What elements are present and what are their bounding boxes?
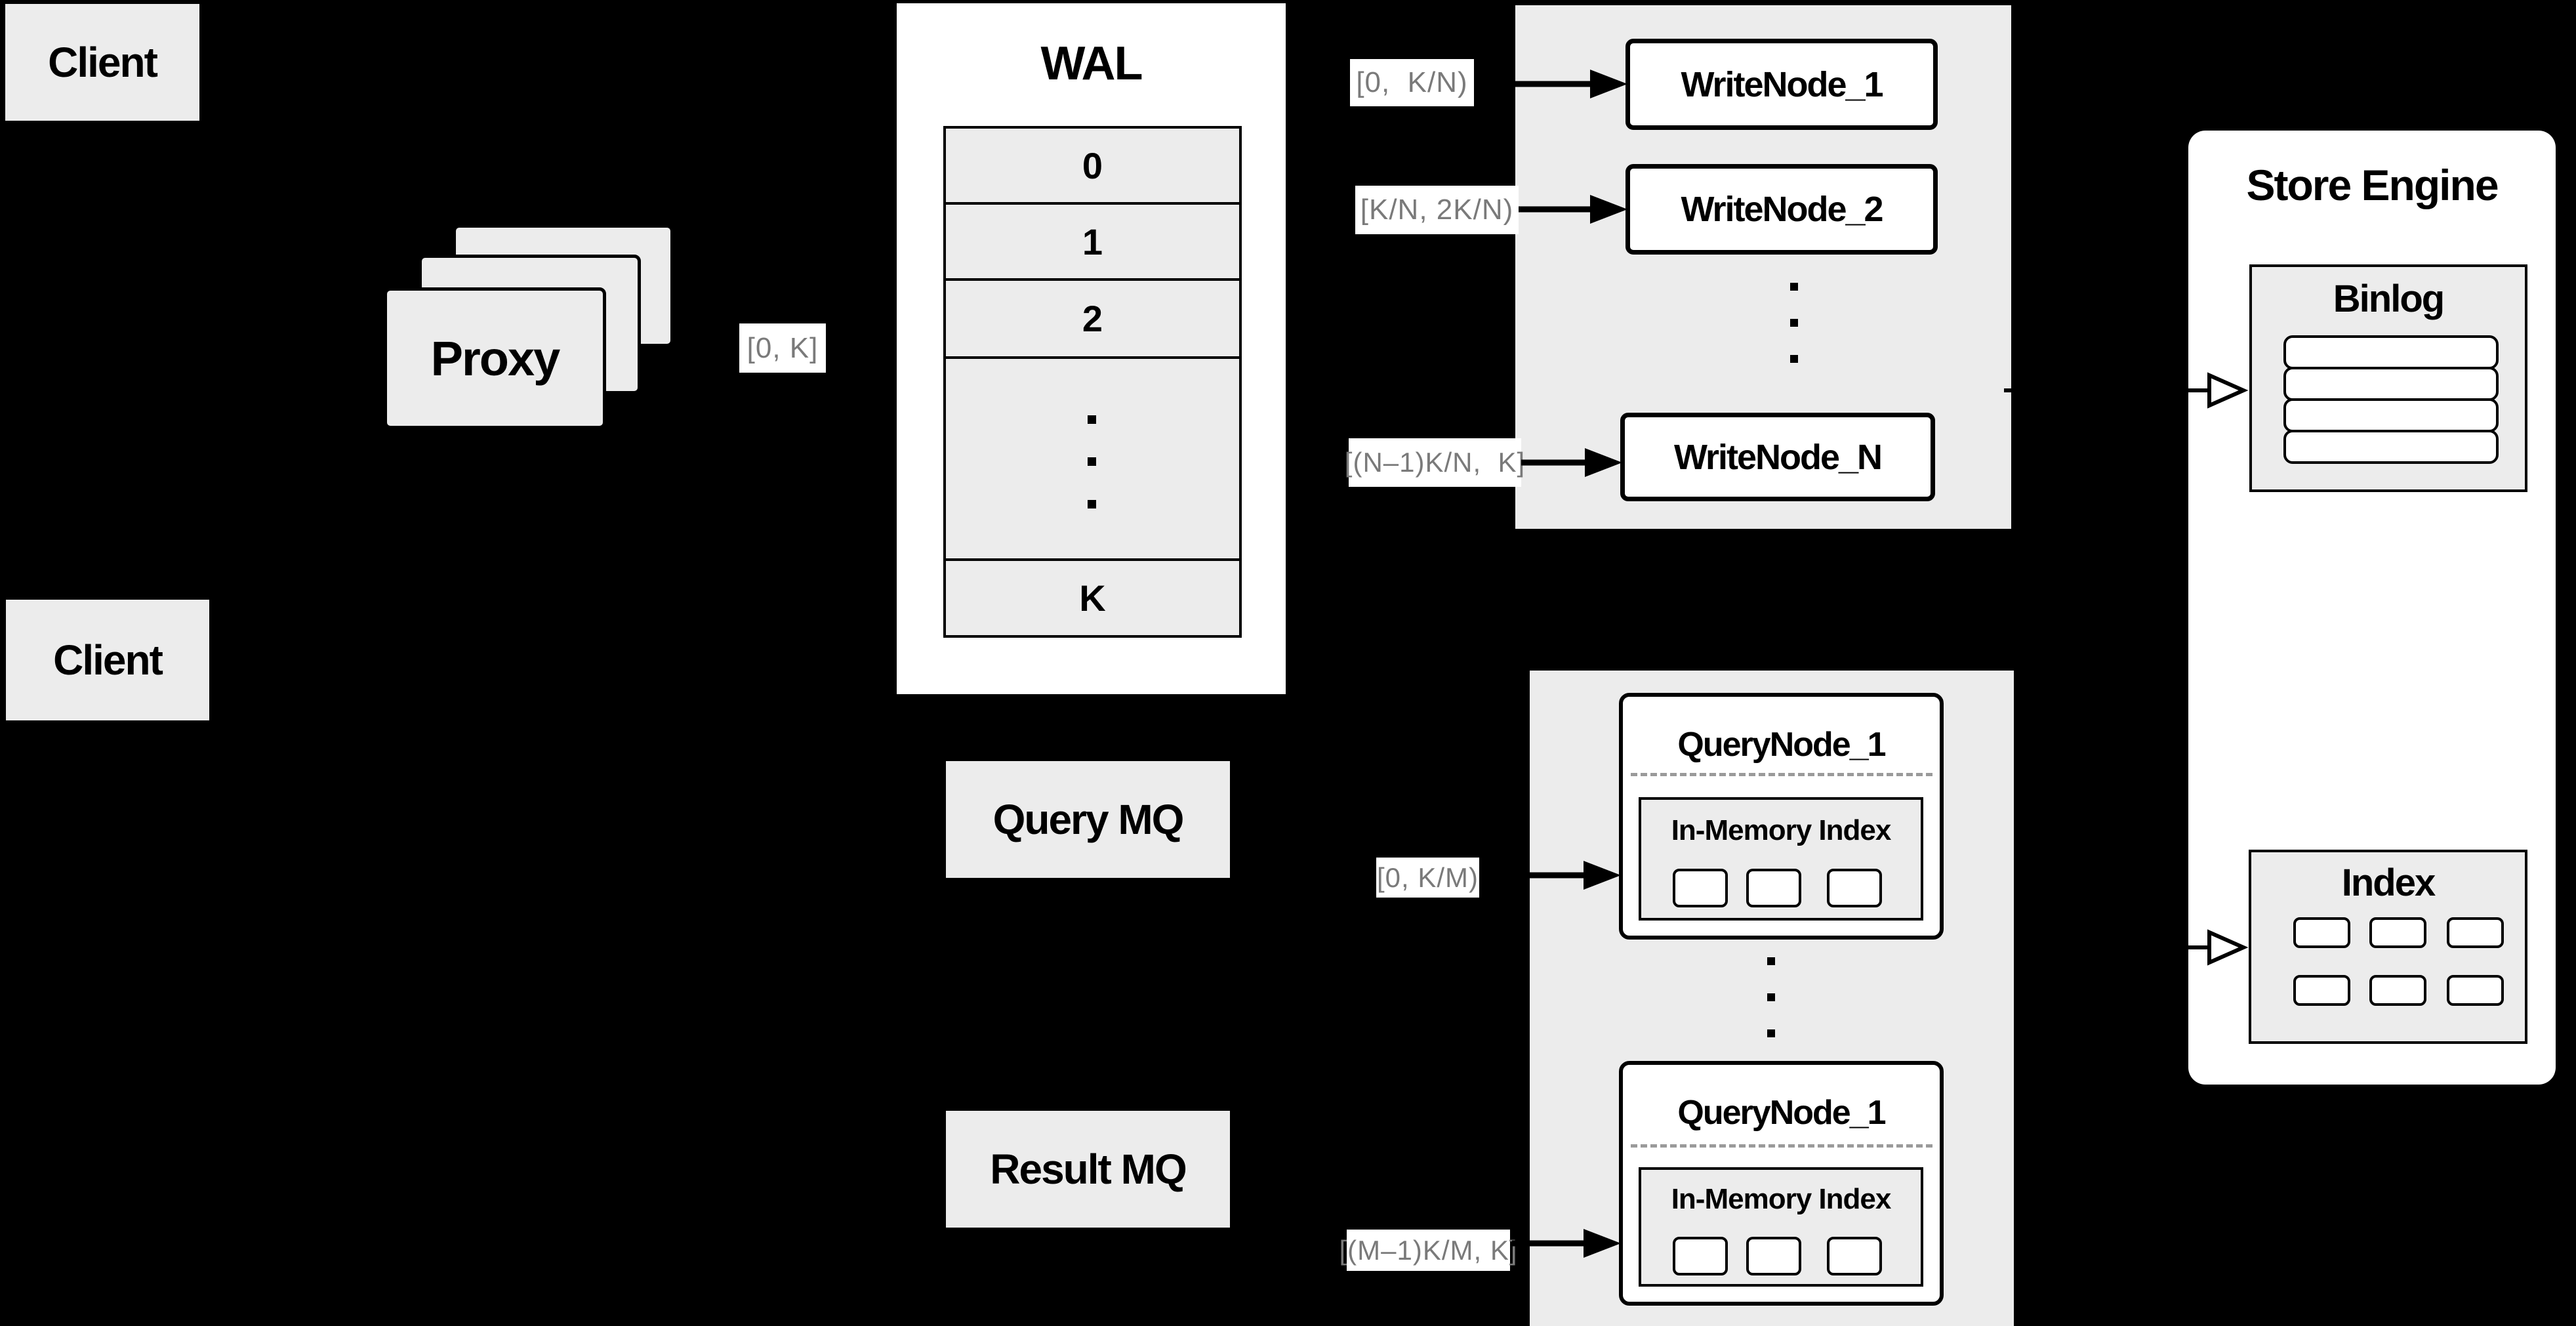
wal-ellipsis-dot: [1088, 500, 1096, 508]
arrow-to-index: [2020, 929, 2249, 966]
write-ellipsis-dot: [1790, 319, 1798, 327]
arrow-to-binlog: [2004, 372, 2249, 409]
wal-row-1: 1: [943, 202, 1242, 281]
query-node-2-title-wrap: QueryNode_1: [1623, 1077, 1940, 1149]
client-top-box: Client: [5, 4, 199, 121]
query-ellipsis-dot: [1767, 1029, 1775, 1037]
query-node-2-inmemory-title: In-Memory Index: [1671, 1183, 1892, 1215]
query-ellipsis-dot: [1767, 993, 1775, 1001]
query-node-1-inmemory-title-wrap: In-Memory Index: [1641, 808, 1921, 854]
query-node-1-inmemory-title: In-Memory Index: [1671, 814, 1892, 846]
query-node-2-range-label: [(M–1)K/M, K]: [1339, 1230, 1517, 1271]
wal-row-2: 2: [943, 278, 1242, 359]
segment-chip: [1827, 1237, 1882, 1275]
segment-chip: [1746, 869, 1801, 907]
write-node-n-box: WriteNode_N: [1620, 413, 1935, 501]
arrow-to-query-node-1: [1481, 861, 1621, 890]
binlog-rows: [2283, 335, 2499, 464]
write-node-2-label: WriteNode_2: [1681, 190, 1883, 229]
binlog-box: Binlog: [2249, 264, 2527, 492]
write-node-n-label: WriteNode_N: [1673, 437, 1883, 477]
query-node-2-inmemory-title-wrap: In-Memory Index: [1641, 1176, 1921, 1222]
proxy-card-front: Proxy: [384, 287, 606, 429]
index-chip: [2447, 975, 2504, 1006]
write-node-n-range-label: [(N–1)K/N, K]: [1345, 438, 1524, 487]
query-mq-label: Query MQ: [992, 796, 1185, 843]
arrow-to-write-node-2: [1519, 195, 1627, 224]
write-node-2-range-label: [K/N, 2K/N): [1355, 186, 1519, 234]
index-chip: [2293, 975, 2350, 1006]
query-mq-box: Query MQ: [946, 761, 1230, 878]
segment-chip: [1673, 869, 1728, 907]
proxy-range-label: [0, K]: [739, 323, 826, 373]
query-node-1-separator: [1631, 773, 1932, 776]
wal-title-wrap: WAL: [897, 31, 1286, 96]
query-node-1-title-wrap: QueryNode_1: [1623, 709, 1940, 781]
query-node-2-title: QueryNode_1: [1677, 1094, 1886, 1132]
index-title: Index: [2341, 861, 2436, 904]
segment-chip: [1827, 869, 1882, 907]
query-node-1-range-label: [0, K/M): [1376, 858, 1479, 898]
arrow-to-write-node-1: [1474, 70, 1627, 98]
write-node-1-range-label: [0, K/N): [1350, 59, 1474, 106]
write-ellipsis-dot: [1790, 355, 1798, 363]
wal-box: WAL 0 1 2 K: [897, 3, 1286, 694]
arrow-to-query-node-2: [1512, 1229, 1621, 1258]
index-chip: [2293, 917, 2350, 948]
write-node-2-box: WriteNode_2: [1625, 164, 1938, 255]
result-mq-label: Result MQ: [990, 1146, 1187, 1193]
wal-row-k: K: [943, 558, 1242, 638]
binlog-title: Binlog: [2333, 277, 2445, 320]
index-title-wrap: Index: [2251, 856, 2525, 909]
arrow-to-write-node-n: [1521, 448, 1622, 477]
write-node-1-label: WriteNode_1: [1681, 64, 1883, 104]
write-ellipsis-dot: [1790, 283, 1798, 291]
segment-chip: [1746, 1237, 1801, 1275]
store-engine-box: Store Engine Binlog Index: [2188, 131, 2556, 1085]
client-bottom-label: Client: [53, 636, 163, 684]
query-node-2-separator: [1631, 1144, 1932, 1148]
query-node-1-title: QueryNode_1: [1677, 726, 1886, 764]
wal-title: WAL: [1040, 37, 1143, 90]
binlog-row: [2283, 430, 2499, 464]
client-top-label: Client: [48, 39, 158, 86]
client-bottom-box: Client: [6, 600, 209, 720]
index-chip: [2447, 917, 2504, 948]
binlog-title-wrap: Binlog: [2252, 272, 2525, 325]
wal-ellipsis-dot: [1088, 415, 1096, 424]
store-engine-title: Store Engine: [2246, 161, 2499, 209]
segment-chip: [1673, 1237, 1728, 1275]
index-chip: [2369, 917, 2426, 948]
store-engine-title-wrap: Store Engine: [2188, 149, 2556, 221]
query-ellipsis-dot: [1767, 957, 1775, 965]
wal-ellipsis-dot: [1088, 457, 1096, 466]
write-node-1-box: WriteNode_1: [1625, 39, 1938, 130]
result-mq-box: Result MQ: [946, 1111, 1230, 1228]
index-box: Index: [2249, 850, 2527, 1044]
proxy-label: Proxy: [430, 331, 561, 386]
index-chip: [2369, 975, 2426, 1006]
